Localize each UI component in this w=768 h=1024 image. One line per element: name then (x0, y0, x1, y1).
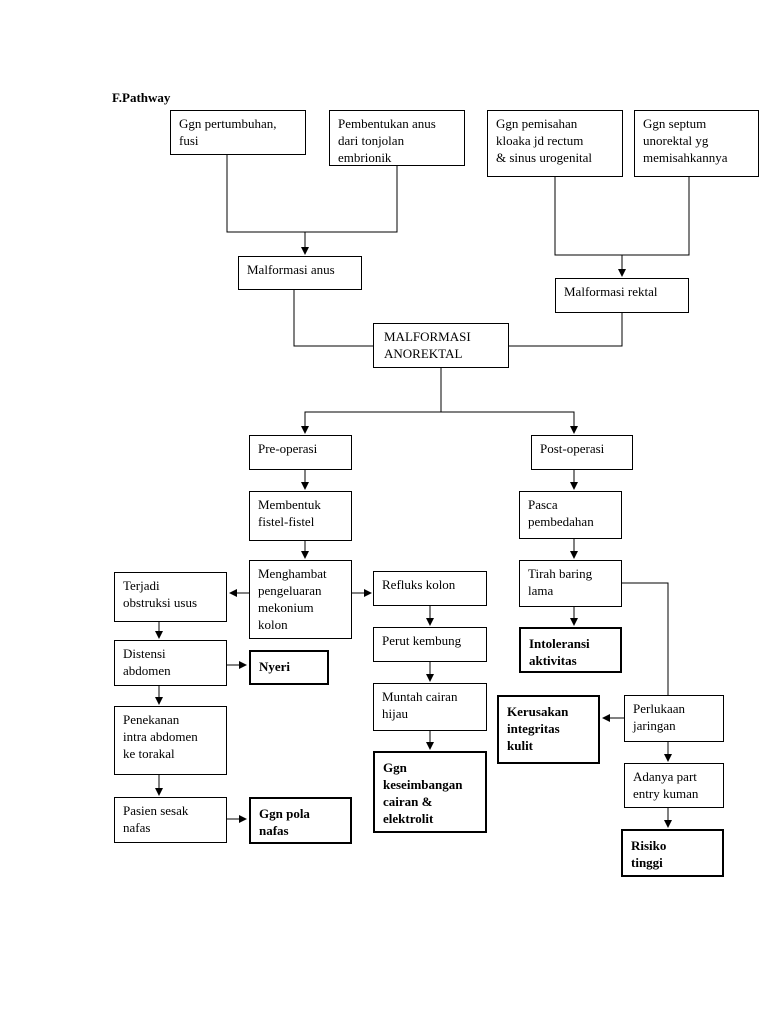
node-terjadi-obstruksi: Terjadi obstruksi usus (114, 572, 227, 622)
node-perlukaan-jaringan: Perlukaan jaringan (624, 695, 724, 742)
node-ggn-septum: Ggn septum unorektal yg memisahkannya (634, 110, 759, 177)
node-risiko-tinggi: Risiko tinggi (621, 829, 724, 877)
node-ggn-pertumbuhan: Ggn pertumbuhan, fusi (170, 110, 306, 155)
node-ggn-pola-nafas: Ggn pola nafas (249, 797, 352, 844)
node-pembentukan-anus: Pembentukan anus dari tonjolan embrionik (329, 110, 465, 166)
node-pasien-sesak: Pasien sesak nafas (114, 797, 227, 843)
node-muntah-cairan: Muntah cairan hijau (373, 683, 487, 731)
node-malformasi-anus: Malformasi anus (238, 256, 362, 290)
node-perut-kembung: Perut kembung (373, 627, 487, 662)
node-ggn-pemisahan: Ggn pemisahan kloaka jd rectum & sinus u… (487, 110, 623, 177)
node-kerusakan-integritas: Kerusakan integritas kulit (497, 695, 600, 764)
node-intoleransi-aktivitas: Intoleransi aktivitas (519, 627, 622, 673)
node-pasca-pembedahan: Pasca pembedahan (519, 491, 622, 539)
node-malformasi-rektal: Malformasi rektal (555, 278, 689, 313)
node-refluks-kolon: Refluks kolon (373, 571, 487, 606)
node-membentuk-fistel: Membentuk fistel-fistel (249, 491, 352, 541)
node-ggn-keseimbangan: Ggn keseimbangan cairan & elektrolit (373, 751, 487, 833)
page-title: F.Pathway (112, 90, 171, 105)
node-nyeri: Nyeri (249, 650, 329, 685)
node-penekanan-intra: Penekanan intra abdomen ke torakal (114, 706, 227, 775)
node-menghambat: Menghambat pengeluaran mekonium kolon (249, 560, 352, 639)
node-post-operasi: Post-operasi (531, 435, 633, 470)
node-distensi-abdomen: Distensi abdomen (114, 640, 227, 686)
node-adanya-part: Adanya part entry kuman (624, 763, 724, 808)
node-pre-operasi: Pre-operasi (249, 435, 352, 470)
node-tirah-baring: Tirah baring lama (519, 560, 622, 607)
node-malformasi-anorektal: MALFORMASI ANOREKTAL (373, 323, 509, 368)
